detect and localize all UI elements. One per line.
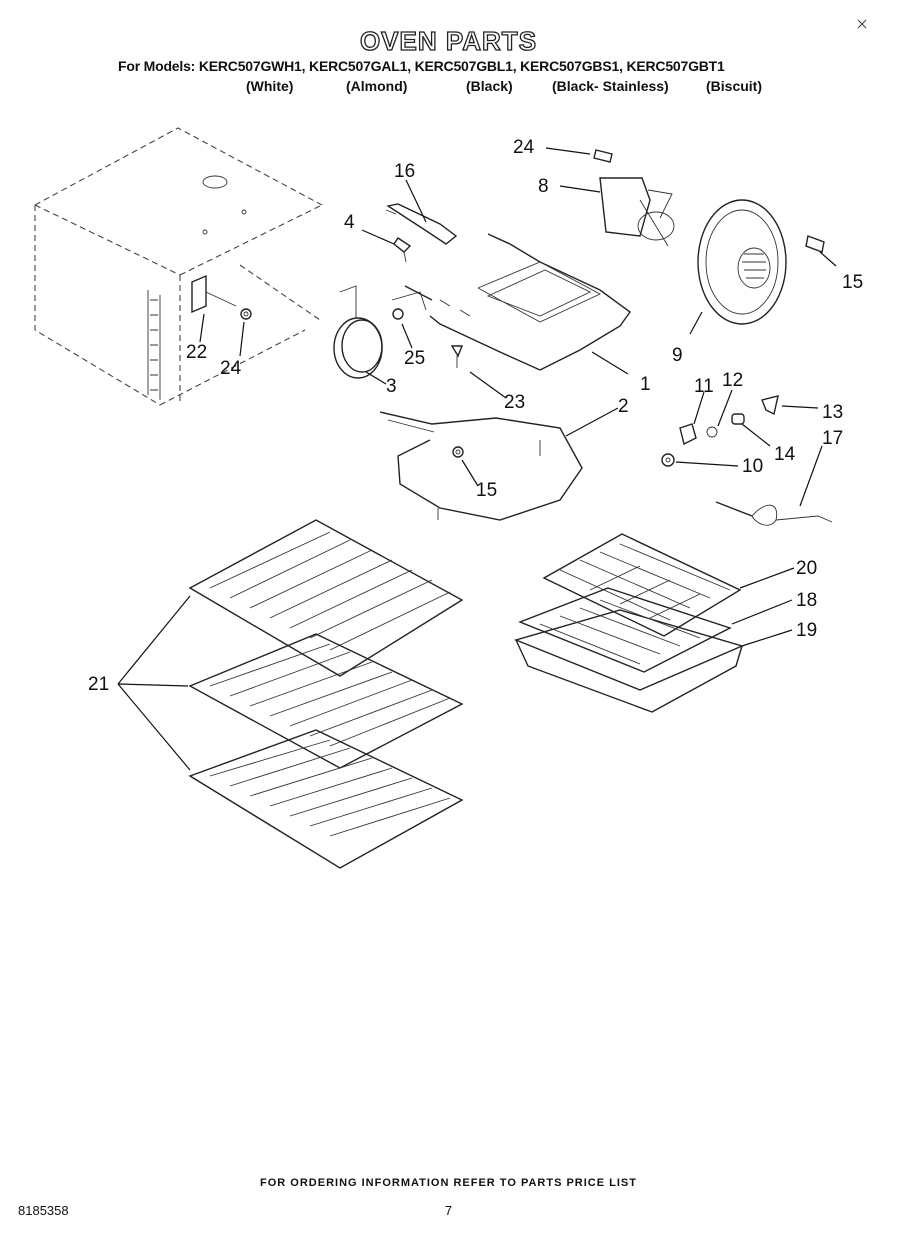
finish-black: (Black) xyxy=(466,78,513,94)
leader-lines xyxy=(117,147,837,771)
part-3-gasket-ring xyxy=(333,285,383,379)
callout-24-left: 24 xyxy=(220,358,242,379)
callout-8: 8 xyxy=(538,176,549,197)
callout-20: 20 xyxy=(796,558,817,579)
finishes-line: (White) (Almond) (Black) (Black- Stainle… xyxy=(0,78,897,96)
callout-16: 16 xyxy=(394,161,415,182)
part-16-wire-bracket xyxy=(385,203,458,245)
part-8-fan-motor xyxy=(599,177,675,247)
callout-10: 10 xyxy=(742,456,763,477)
part-22-bracket xyxy=(191,274,237,314)
finish-biscuit: (Biscuit) xyxy=(706,78,762,94)
callout-18: 18 xyxy=(796,590,817,611)
part-24-screw-left xyxy=(240,308,252,320)
part-21-oven-rack-middle xyxy=(188,633,464,769)
callout-21: 21 xyxy=(88,674,109,695)
callout-4: 4 xyxy=(344,212,355,233)
callout-17: 17 xyxy=(822,428,843,449)
callout-14: 14 xyxy=(774,444,796,465)
part-25-screw xyxy=(391,291,427,320)
document-number: 8185358 xyxy=(18,1203,69,1218)
part-10-nut xyxy=(661,453,675,467)
callout-3: 3 xyxy=(386,376,397,397)
part-14-spacer xyxy=(731,413,745,425)
finish-almond: (Almond) xyxy=(346,78,408,94)
callout-24-top: 24 xyxy=(513,137,535,158)
part-19-broiler-pan xyxy=(513,609,745,713)
callout-1: 1 xyxy=(640,374,651,395)
finish-black-stainless: (Black- Stainless) xyxy=(552,78,669,94)
part-21-oven-rack-top xyxy=(188,519,464,677)
part-20-broiler-rack xyxy=(542,533,742,637)
part-24-screw-top xyxy=(593,149,613,163)
callout-15-right: 15 xyxy=(842,272,863,293)
part-13-bracket xyxy=(761,395,779,416)
callout-23: 23 xyxy=(504,392,525,413)
part-15-screw-lower xyxy=(452,446,464,458)
callout-19: 19 xyxy=(796,620,817,641)
page-title: OVEN PARTS xyxy=(359,25,538,56)
part-11-clip xyxy=(679,423,697,446)
callout-22: 22 xyxy=(186,342,207,363)
part-4-screw xyxy=(393,237,412,263)
part-17-temperature-probe xyxy=(715,501,833,526)
callout-9: 9 xyxy=(672,345,683,366)
callout-25: 25 xyxy=(404,348,425,369)
callout-11: 11 xyxy=(694,376,714,397)
oven-cavity-outline xyxy=(34,127,323,406)
callout-labels: 24 8 16 4 15 9 1 2 3 25 23 15 22 24 11 1… xyxy=(88,137,863,695)
models-line: For Models: KERC507GWH1, KERC507GAL1, KE… xyxy=(118,58,725,74)
finish-white: (White) xyxy=(246,78,294,94)
part-2-bake-element xyxy=(379,411,583,521)
callout-15-lower: 15 xyxy=(476,480,497,501)
callout-12: 12 xyxy=(722,370,743,391)
part-21-oven-rack-bottom xyxy=(188,729,464,869)
part-12-washer xyxy=(706,426,718,438)
callout-13: 13 xyxy=(822,402,843,423)
part-18-broiler-grid xyxy=(518,587,732,673)
part-1-heating-element xyxy=(404,233,631,371)
page-number: 7 xyxy=(444,1203,453,1218)
part-15-screw-right xyxy=(805,235,825,253)
corner-mark xyxy=(857,19,867,29)
part-9-fan-cover xyxy=(697,199,787,325)
callout-2: 2 xyxy=(618,396,629,417)
ordering-information-note: FOR ORDERING INFORMATION REFER TO PARTS … xyxy=(260,1177,637,1189)
part-23-screw xyxy=(450,345,464,368)
